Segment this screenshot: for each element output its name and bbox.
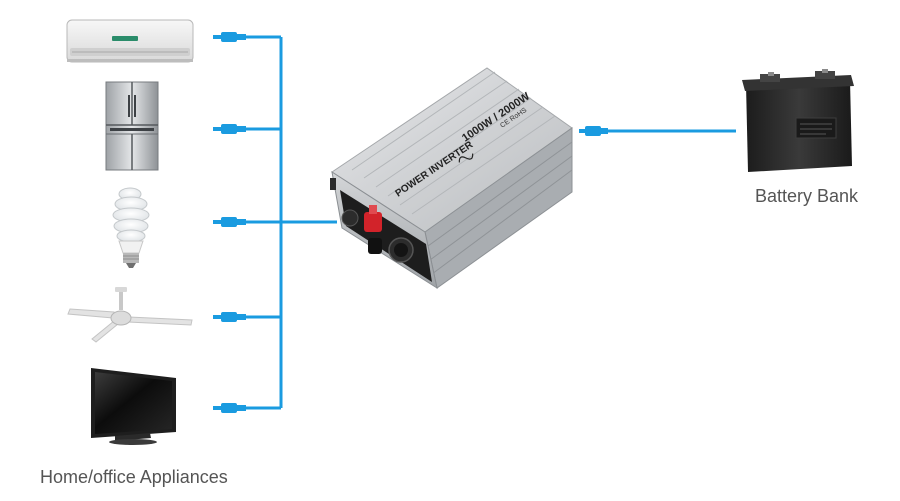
- plug-light-bulb: [213, 217, 246, 227]
- appliances-label: Home/office Appliances: [40, 467, 228, 487]
- plug-connectors: [213, 32, 608, 413]
- battery-icon: [742, 69, 854, 172]
- plug-ceiling-fan: [213, 312, 246, 322]
- black-terminal: [368, 238, 382, 254]
- plug-battery: [579, 126, 608, 136]
- ceiling-fan-icon: [67, 287, 193, 343]
- refrigerator-icon: [105, 81, 159, 171]
- plug-refrigerator: [213, 124, 246, 134]
- power-inverter: POWER INVERTER 1000W / 2000W CE RoHS: [330, 67, 573, 290]
- red-terminal: [364, 212, 382, 232]
- sine-wave-icon: [458, 153, 474, 163]
- battery-bank-label: Battery Bank: [755, 186, 859, 206]
- plug-television: [213, 403, 246, 413]
- wiring: [246, 35, 736, 410]
- plug-air-conditioner: [213, 32, 246, 42]
- air-conditioner-icon: [66, 19, 194, 63]
- television-icon: [91, 368, 176, 445]
- light-bulb-icon: [112, 187, 150, 268]
